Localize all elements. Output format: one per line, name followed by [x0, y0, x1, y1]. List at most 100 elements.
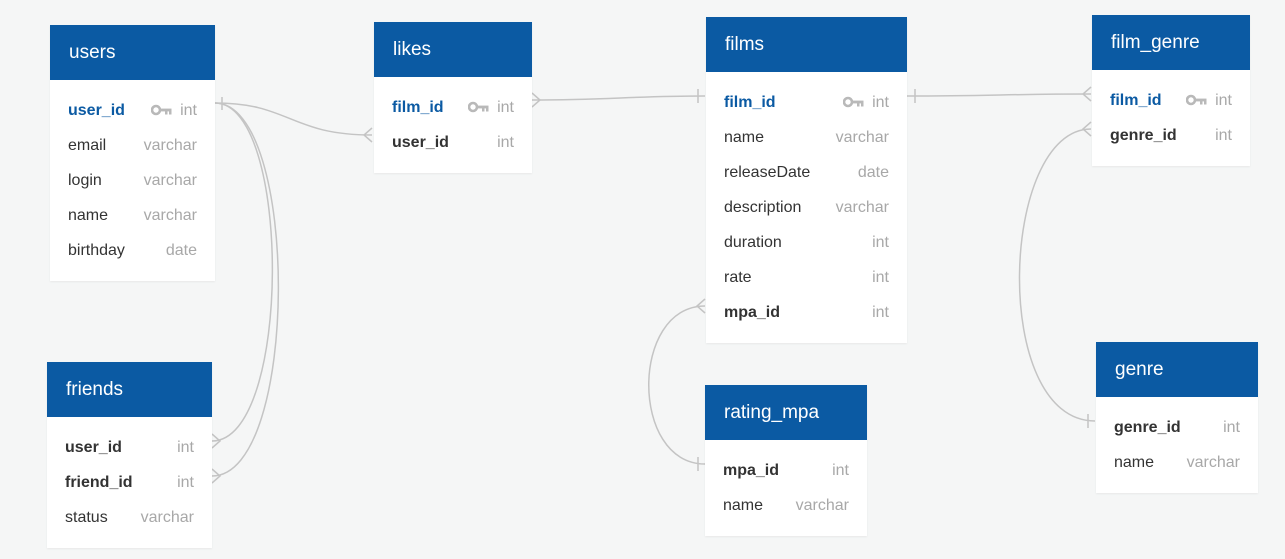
field-type: varchar — [835, 199, 889, 216]
field-row-description[interactable]: description varchar — [706, 190, 907, 225]
link-users-likes — [214, 102, 373, 136]
table-header-likes[interactable]: likes — [374, 22, 532, 77]
field-name: genre_id — [1114, 419, 1181, 436]
table-header-films[interactable]: films — [706, 17, 907, 72]
field-name: releaseDate — [724, 164, 811, 181]
field-row-mpa_id[interactable]: mpa_id int — [706, 295, 907, 330]
field-type: varchar — [143, 207, 197, 224]
field-type: int — [832, 462, 849, 479]
field-name: user_id — [65, 439, 122, 456]
table-users[interactable]: users user_id int email varchar login va… — [50, 25, 215, 281]
table-header-users[interactable]: users — [50, 25, 215, 80]
table-header-genre[interactable]: genre — [1096, 342, 1258, 397]
field-row-name[interactable]: name varchar — [1096, 445, 1258, 480]
field-type: int — [497, 134, 514, 151]
field-type: date — [857, 164, 889, 181]
field-type: varchar — [795, 497, 849, 514]
key-icon — [468, 101, 489, 113]
field-name: duration — [724, 234, 782, 251]
table-films[interactable]: films film_id int name varchar releaseDa… — [706, 17, 907, 343]
field-row-film_id[interactable]: film_id int — [374, 90, 532, 125]
link-likes-films — [531, 95, 706, 101]
crow-foot-icon — [211, 468, 222, 484]
table-film_genre[interactable]: film_genre film_id int genre_id int — [1092, 15, 1250, 166]
crow-foot-icon — [362, 127, 373, 143]
field-row-rate[interactable]: rate int — [706, 260, 907, 295]
table-header-rating_mpa[interactable]: rating_mpa — [705, 385, 867, 440]
field-name: mpa_id — [724, 304, 781, 321]
link-films-filmgenre — [906, 93, 1092, 97]
field-type: int — [872, 94, 889, 111]
field-type: varchar — [1186, 454, 1240, 471]
crow-foot-icon — [531, 92, 542, 108]
crow-foot-icon — [1081, 121, 1092, 137]
field-row-status[interactable]: status varchar — [47, 500, 212, 535]
field-type: int — [1215, 92, 1232, 109]
field-row-genre_id[interactable]: genre_id int — [1096, 410, 1258, 445]
crow-foot-icon — [695, 298, 706, 314]
field-name: film_id — [392, 99, 444, 116]
field-name: film_id — [1110, 92, 1162, 109]
field-row-email[interactable]: email varchar — [50, 128, 215, 163]
field-type: int — [180, 102, 197, 119]
field-type: varchar — [143, 137, 197, 154]
crow-foot-icon — [1081, 86, 1092, 102]
field-type: varchar — [835, 129, 889, 146]
key-icon — [843, 96, 864, 108]
field-name: login — [68, 172, 102, 189]
field-name: mpa_id — [723, 462, 780, 479]
field-name: name — [68, 207, 109, 224]
field-type: int — [872, 269, 889, 286]
table-likes[interactable]: likes film_id int user_id int — [374, 22, 532, 173]
field-row-login[interactable]: login varchar — [50, 163, 215, 198]
table-header-friends[interactable]: friends — [47, 362, 212, 417]
field-type: int — [872, 304, 889, 321]
link-users-friends-user — [211, 102, 274, 442]
field-type: varchar — [143, 172, 197, 189]
field-row-friend_id[interactable]: friend_id int — [47, 465, 212, 500]
field-name: email — [68, 137, 107, 154]
table-friends[interactable]: friends user_id int friend_id int status… — [47, 362, 212, 548]
field-row-name[interactable]: name varchar — [706, 120, 907, 155]
field-type: date — [165, 242, 197, 259]
link-rating-films — [648, 305, 706, 465]
field-type: int — [1215, 127, 1232, 144]
table-header-film_genre[interactable]: film_genre — [1092, 15, 1250, 70]
field-type: int — [497, 99, 514, 116]
field-name: name — [724, 129, 765, 146]
field-row-film_id[interactable]: film_id int — [706, 85, 907, 120]
key-icon — [151, 104, 172, 116]
field-name: friend_id — [65, 474, 133, 491]
field-name: birthday — [68, 242, 125, 259]
key-icon — [1186, 94, 1207, 106]
field-row-mpa_id[interactable]: mpa_id int — [705, 453, 867, 488]
field-name: description — [724, 199, 802, 216]
field-row-name[interactable]: name varchar — [705, 488, 867, 523]
field-row-name[interactable]: name varchar — [50, 198, 215, 233]
field-row-user_id[interactable]: user_id int — [374, 125, 532, 160]
field-type: int — [177, 439, 194, 456]
field-row-birthday[interactable]: birthday date — [50, 233, 215, 268]
field-name: status — [65, 509, 108, 526]
field-name: user_id — [68, 102, 125, 119]
field-name: name — [1114, 454, 1155, 471]
field-row-duration[interactable]: duration int — [706, 225, 907, 260]
field-name: genre_id — [1110, 127, 1177, 144]
field-row-genre_id[interactable]: genre_id int — [1092, 118, 1250, 153]
field-row-releaseDate[interactable]: releaseDate date — [706, 155, 907, 190]
field-row-user_id[interactable]: user_id int — [47, 430, 212, 465]
field-type: int — [872, 234, 889, 251]
field-row-user_id[interactable]: user_id int — [50, 93, 215, 128]
crow-foot-icon — [211, 433, 222, 449]
table-rating_mpa[interactable]: rating_mpa mpa_id int name varchar — [705, 385, 867, 536]
field-type: int — [1223, 419, 1240, 436]
field-type: int — [177, 474, 194, 491]
link-users-friends-friend — [211, 102, 280, 477]
field-name: film_id — [724, 94, 776, 111]
field-name: user_id — [392, 134, 449, 151]
field-type: varchar — [140, 509, 194, 526]
field-row-film_id[interactable]: film_id int — [1092, 83, 1250, 118]
field-name: rate — [724, 269, 752, 286]
table-genre[interactable]: genre genre_id int name varchar — [1096, 342, 1258, 493]
